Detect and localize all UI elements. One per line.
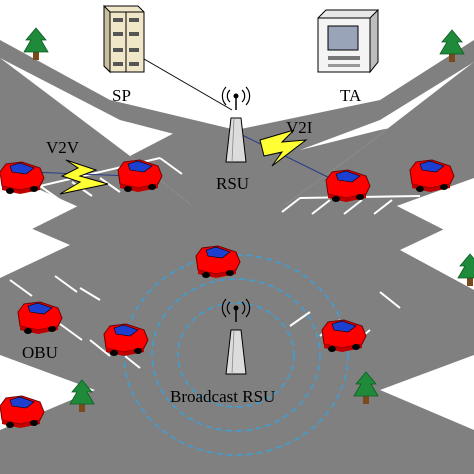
v2i-label: V2I — [286, 118, 313, 137]
car-icon — [117, 159, 163, 193]
car-icon — [195, 245, 241, 279]
car-icon — [321, 319, 367, 353]
sp-rsu-link — [131, 51, 233, 111]
car-icon — [103, 323, 149, 357]
rsu-car-link — [239, 133, 343, 185]
parking-lines-lower-left — [9, 275, 141, 369]
car-icon — [325, 169, 371, 203]
sp-label: SP — [112, 86, 131, 105]
car-icon — [17, 301, 63, 335]
rsu-label: RSU — [216, 174, 249, 193]
broadcast-rsu-label: Broadcast RSU — [170, 387, 275, 406]
car-icon — [409, 159, 455, 193]
v2v-label: V2V — [46, 138, 80, 157]
lightning-icon — [259, 129, 308, 167]
car-icon — [0, 395, 45, 429]
car-icon — [0, 161, 45, 195]
lightning-icon — [59, 159, 109, 195]
ta-label: TA — [340, 86, 362, 105]
obu-label: OBU — [22, 343, 58, 362]
computer-icon — [317, 8, 379, 74]
rsu-tower — [225, 117, 247, 163]
server-icon — [103, 4, 145, 74]
